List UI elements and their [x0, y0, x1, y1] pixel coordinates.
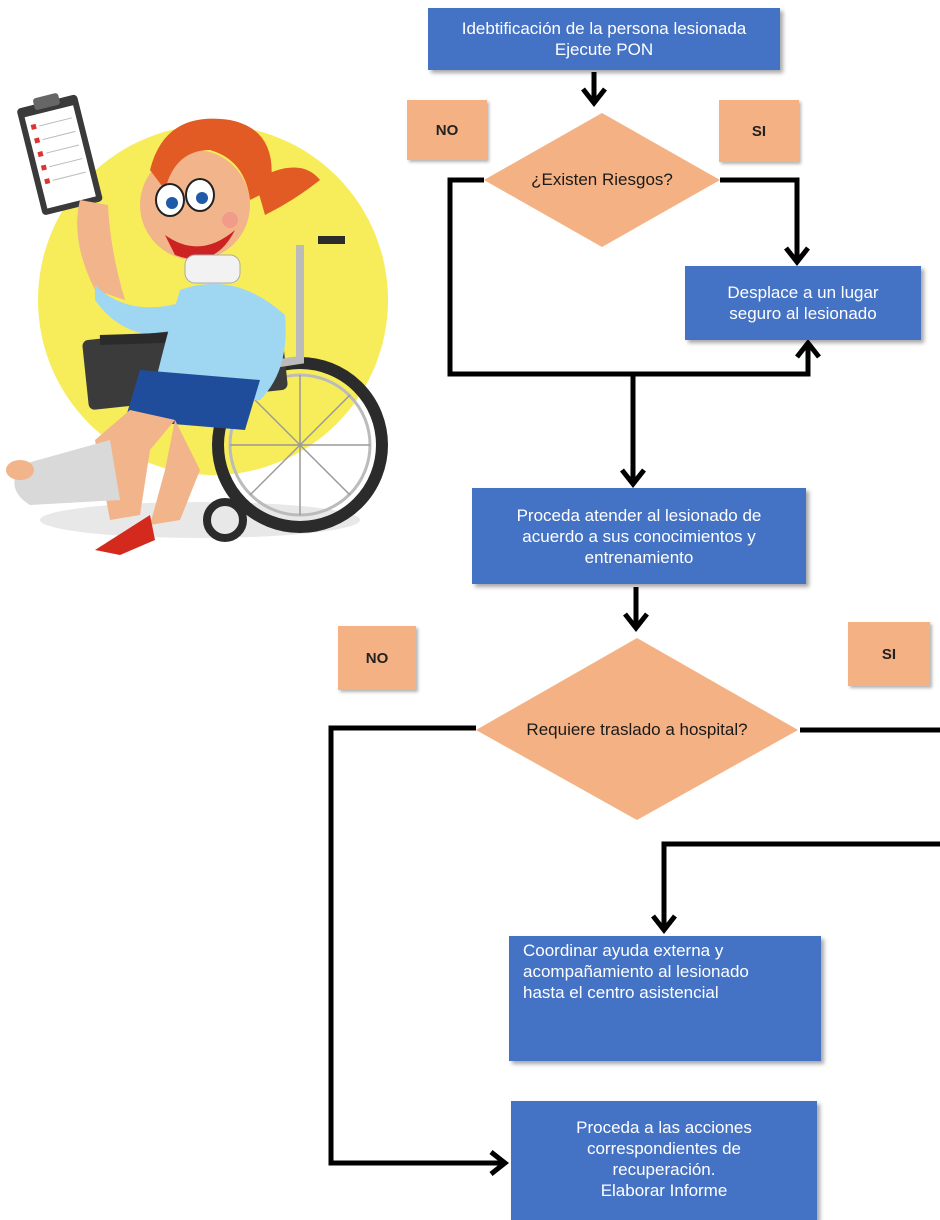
decision1-si-label: SI	[751, 122, 767, 140]
decision2-si-label: SI	[881, 645, 897, 663]
step-recovery-line2: correspondientes de	[586, 1139, 742, 1158]
step-coordinate-external-help: Coordinar ayuda externa y acompañamiento…	[509, 936, 821, 1061]
decision2-no-tag: NO	[338, 626, 416, 690]
decision1-si-tag: SI	[719, 100, 799, 162]
step-coordinate-line3: hasta el centro asistencial	[523, 983, 719, 1002]
step-recovery-line3: recuperación.	[612, 1160, 716, 1179]
step-attend-injured: Proceda atender al lesionado de acuerdo …	[472, 488, 806, 584]
step-move-line1: Desplace a un lugar	[727, 283, 879, 302]
decision2-label: Requiere traslado a hospital?	[526, 720, 748, 739]
decision1-no-tag: NO	[407, 100, 487, 160]
step-recovery-line1: Proceda a las acciones	[576, 1118, 752, 1137]
decision1-label: ¿Existen Riesgos?	[531, 170, 673, 189]
decision2-no-label: NO	[365, 649, 389, 667]
decision2-diamond	[476, 638, 798, 820]
step-recovery-line4: Elaborar Informe	[600, 1181, 728, 1200]
step-move-line2: seguro al lesionado	[729, 304, 877, 323]
decision1-no-label: NO	[435, 121, 459, 139]
step-attend-line2: acuerdo a sus conocimientos y	[522, 526, 756, 546]
injured-person-illustration	[6, 93, 388, 555]
step-attend-line1: Proceda atender al lesionado de	[516, 505, 762, 525]
decision1-diamond	[484, 113, 720, 247]
decision2-si-tag: SI	[848, 622, 930, 686]
step-identify-line1: Idebtificación de la persona lesionada	[461, 19, 747, 38]
step-move-to-safe-place: Desplace a un lugar seguro al lesionado	[685, 266, 921, 340]
step-coordinate-line1: Coordinar ayuda externa y	[523, 941, 724, 960]
step-attend-line3: entrenamiento	[584, 547, 694, 567]
step-identify-injured: Idebtificación de la persona lesionada E…	[428, 8, 780, 70]
step-identify-line2: Ejecute PON	[554, 40, 654, 59]
step-recovery-actions: Proceda a las acciones correspondientes …	[511, 1101, 817, 1220]
step-coordinate-line2: acompañamiento al lesionado	[523, 962, 749, 981]
